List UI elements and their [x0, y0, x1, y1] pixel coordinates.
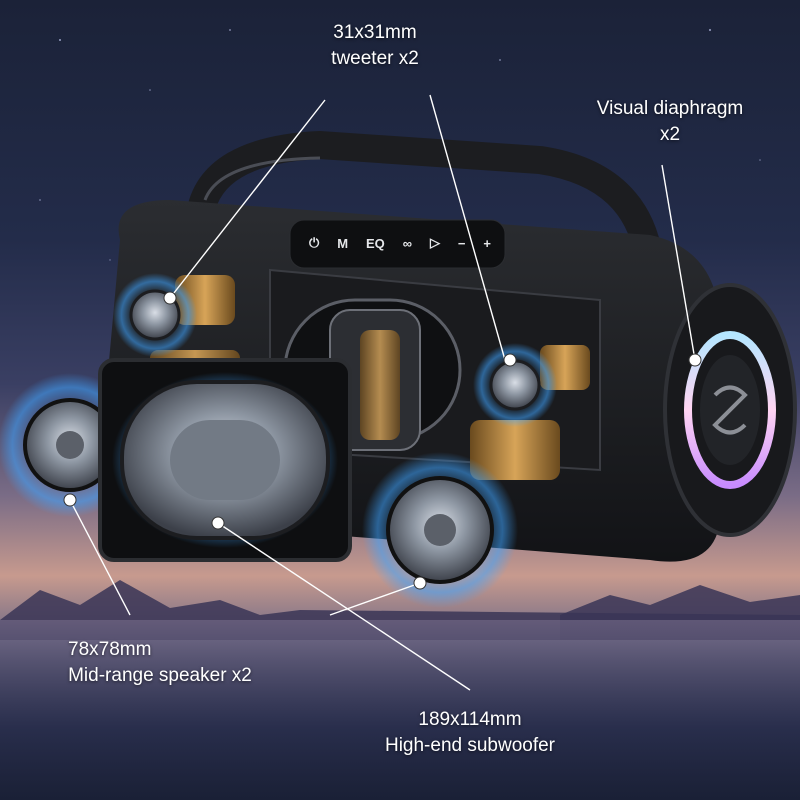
visual-diaphragm-count: x2: [659, 124, 681, 145]
subwoofer-size: 189x114mm: [418, 709, 522, 730]
tweeter-callout: 31x31mm tweeter x2: [300, 20, 450, 72]
callout-dots: [63, 291, 702, 590]
tweeter-desc: tweeter x2: [331, 48, 419, 69]
midrange-callout: 78x78mm Mid-range speaker x2: [30, 637, 290, 689]
subwoofer: [98, 358, 352, 562]
volume-up-button: +: [483, 235, 491, 251]
end-cap: [663, 283, 797, 537]
volume-down-button: −: [457, 235, 466, 251]
carry-handle: [186, 130, 664, 279]
midrange-size: 78x78mm: [68, 639, 152, 660]
power-icon: ⏻: [308, 235, 320, 250]
control-buttons: ⏻ M EQ ∞ ▷ − +: [300, 228, 500, 258]
water-reflection: [0, 620, 800, 800]
visual-diaphragm-title: Visual diaphragm: [596, 98, 744, 119]
subwoofer-desc: High-end subwoofer: [384, 735, 556, 756]
midrange-right: [362, 452, 518, 608]
mode-button: M: [337, 235, 349, 251]
tweeter-size: 31x31mm: [333, 22, 417, 43]
control-panel: [289, 219, 506, 269]
tweeter-left: [113, 273, 197, 357]
subwoofer-callout: 189x114mm High-end subwoofer: [360, 707, 580, 759]
midrange-desc: Mid-range speaker x2: [68, 665, 252, 686]
play-icon: ▷: [429, 235, 440, 250]
visual-diaphragm-callout: Visual diaphragm x2: [560, 96, 780, 148]
link-icon: ∞: [402, 235, 412, 251]
eq-button: EQ: [365, 235, 385, 251]
tweeter-right: [473, 343, 557, 427]
callout-lines: [69, 94, 696, 691]
